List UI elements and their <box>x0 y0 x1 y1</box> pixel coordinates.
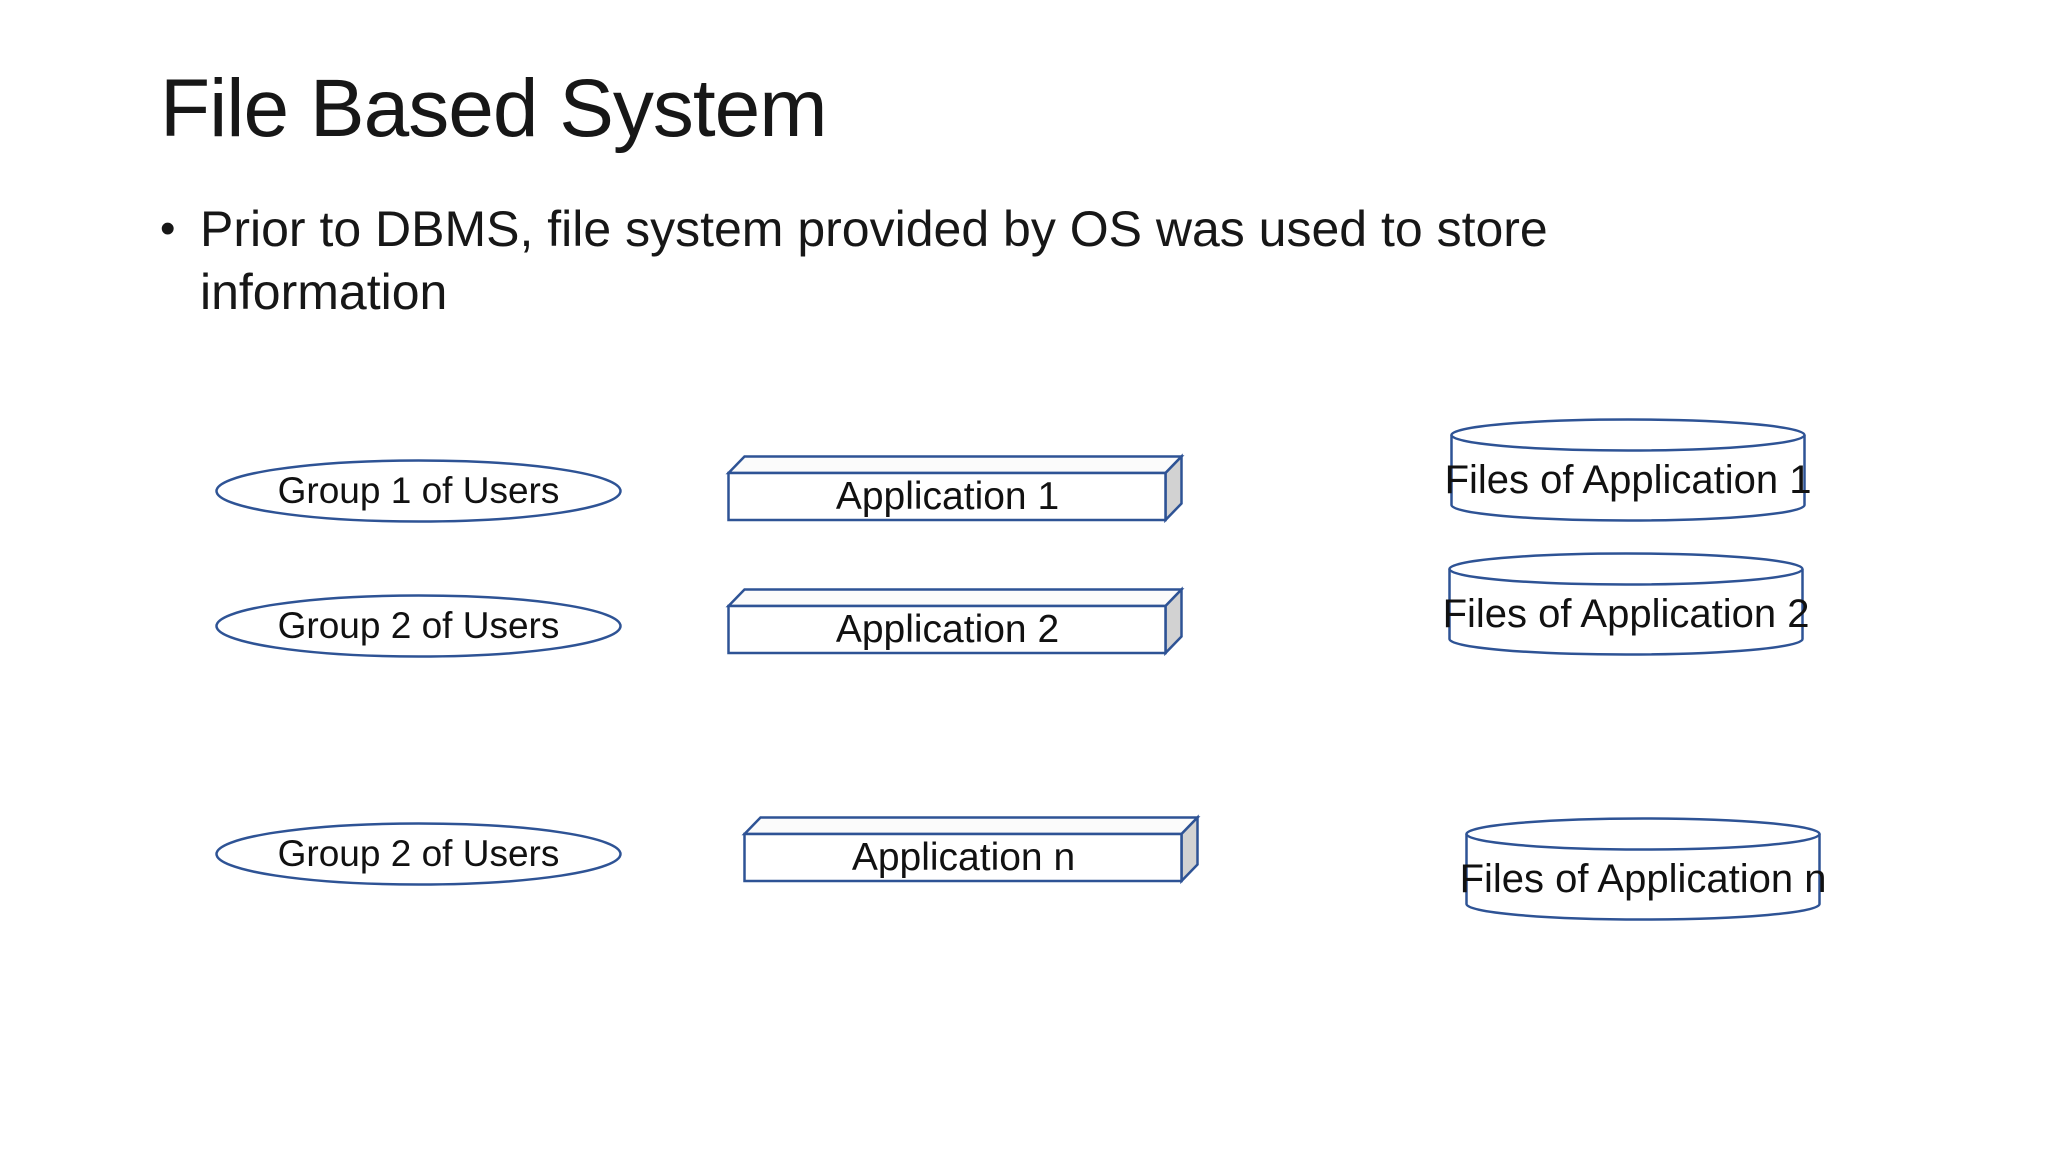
cylinder-icon <box>1450 418 1806 522</box>
slide-title: File Based System <box>160 63 828 154</box>
ellipse-outline-icon <box>215 459 622 523</box>
bullet-marker: • <box>160 204 176 253</box>
files-cylinder-1: Files of Application 1 <box>1444 418 1812 522</box>
box-3d-icon <box>741 814 1201 885</box>
bullet-item: • Prior to DBMS, file system provided by… <box>160 198 1720 323</box>
ellipse-outline-icon <box>215 822 622 886</box>
box-3d-icon <box>725 453 1185 524</box>
application-box-n: Application n <box>741 814 1201 885</box>
application-box-2: Application 2 <box>725 586 1185 657</box>
files-cylinder-n: Files of Application n <box>1459 817 1827 921</box>
user-group-ellipse-3: Group 2 of Users <box>215 822 622 886</box>
user-group-1-label: Group 1 of Users <box>277 470 560 511</box>
files-cylinder-2: Files of Application 2 <box>1442 552 1810 656</box>
application-1-label: Application 1 <box>835 474 1060 518</box>
files-2-label: Files of Application 2 <box>1442 591 1810 636</box>
user-group-ellipse-2: Group 2 of Users <box>215 594 622 658</box>
cylinder-icon <box>1465 817 1821 921</box>
application-box-1: Application 1 <box>725 453 1185 524</box>
ellipse-outline-icon <box>215 594 622 658</box>
user-group-ellipse-1: Group 1 of Users <box>215 459 622 523</box>
files-n-label: Files of Application n <box>1459 856 1827 901</box>
files-1-label: Files of Application 1 <box>1444 457 1812 502</box>
box-3d-icon <box>725 586 1185 657</box>
user-group-2-label: Group 2 of Users <box>277 605 560 646</box>
bullet-text: Prior to DBMS, file system provided by O… <box>200 201 1548 320</box>
user-group-3-label: Group 2 of Users <box>277 833 560 874</box>
application-n-label: Application n <box>851 835 1076 879</box>
cylinder-icon <box>1448 552 1804 656</box>
application-2-label: Application 2 <box>835 607 1060 651</box>
